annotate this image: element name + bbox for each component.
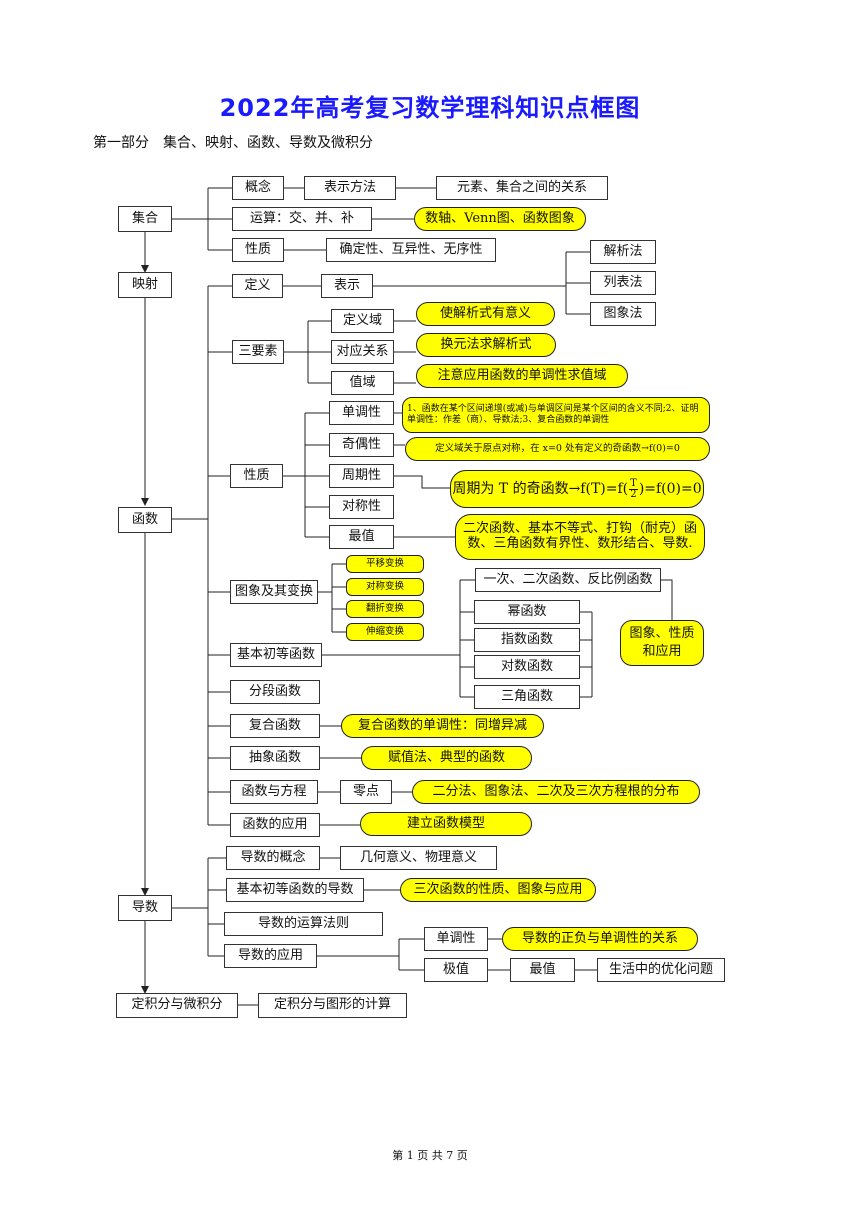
note-sign-monotonicity: 导数的正负与单调性的关系 — [502, 927, 698, 951]
node-graph-transform: 图象及其变换 — [230, 580, 318, 604]
note-composite-monotonicity: 复合函数的单调性：同增异减 — [341, 714, 544, 738]
node-linear-quadratic: 一次、二次函数、反比例函数 — [475, 568, 661, 592]
node-elementary-functions: 基本初等函数 — [230, 643, 322, 667]
node-optimization: 生活中的优化问题 — [597, 958, 725, 982]
node-table-method: 列表法 — [590, 271, 656, 295]
note-abstract-function: 赋值法、典型的函数 — [361, 746, 532, 770]
node-set-properties: 性质 — [232, 238, 284, 262]
node-periodicity: 周期性 — [329, 464, 394, 488]
note-translation: 平移变换 — [346, 555, 424, 573]
node-function: 函数 — [118, 507, 172, 533]
node-monotonicity: 单调性 — [329, 401, 394, 425]
node-derivative-application: 导数的应用 — [224, 944, 317, 968]
node-function-representation: 表示 — [321, 274, 373, 298]
note-periodicity-prefix: 周期为 T 的奇函数→f(T)=f( — [452, 480, 629, 497]
node-power-function: 幂函数 — [474, 600, 580, 624]
note-zero-point: 二分法、图象法、二次及三次方程根的分布 — [412, 780, 700, 804]
node-derivative: 导数 — [118, 895, 172, 921]
page-title: 2022年高考复习数学理科知识点框图 — [219, 94, 641, 122]
page-footer: 第 1 页 共 7 页 — [392, 1149, 468, 1162]
node-three-elements: 三要素 — [232, 340, 284, 364]
node-mapping: 映射 — [118, 272, 172, 298]
note-extremum: 二次函数、基本不等式、打钩（耐克）函数、三角函数有界性、数形结合、导数. — [455, 514, 705, 560]
node-element-set-relation: 元素、集合之间的关系 — [436, 176, 608, 200]
note-monotonicity: 1、函数在某个区间递增(或减)与单调区间是某个区间的含义不同;2、证明单调性：作… — [402, 397, 710, 433]
node-integral-area: 定积分与图形的计算 — [258, 993, 407, 1018]
note-range: 注意应用函数的单调性求值域 — [416, 364, 628, 388]
note-function-model: 建立函数模型 — [360, 812, 532, 836]
note-graph-property-application: 图象、性质和应用 — [620, 620, 704, 666]
node-abstract-function: 抽象函数 — [230, 746, 320, 770]
note-substitution: 换元法求解析式 — [416, 333, 556, 357]
node-derivative-rules: 导数的运算法则 — [224, 912, 383, 936]
node-set: 集合 — [118, 206, 172, 232]
node-correspondence: 对应关系 — [331, 340, 394, 364]
node-derivative-monotonicity: 单调性 — [424, 927, 488, 951]
fraction-numerator: T — [629, 477, 638, 490]
node-parity: 奇偶性 — [329, 433, 394, 457]
note-folding: 翻折变换 — [346, 600, 424, 618]
node-symmetry: 对称性 — [329, 495, 394, 519]
node-representation-method: 表示方法 — [304, 176, 396, 200]
node-elementary-derivatives: 基本初等函数的导数 — [226, 878, 364, 902]
node-function-equation: 函数与方程 — [230, 780, 318, 804]
note-parity: 定义域关于原点对称，在 x=0 处有定义的奇函数→f(0)=0 — [405, 437, 710, 461]
node-logarithmic-function: 对数函数 — [474, 655, 580, 679]
node-extremum: 最值 — [329, 525, 394, 549]
node-zero-point: 零点 — [340, 780, 392, 804]
node-range: 值域 — [331, 371, 394, 395]
node-max-min: 最值 — [510, 958, 575, 982]
node-set-concept: 概念 — [232, 176, 284, 200]
fraction-denominator: 2 — [630, 488, 637, 500]
node-function-properties: 性质 — [230, 464, 283, 488]
node-extreme-value: 极值 — [424, 958, 488, 982]
node-geometric-physical-meaning: 几何意义、物理意义 — [340, 846, 497, 870]
note-venn-diagram: 数轴、Venn图、函数图象 — [414, 207, 586, 231]
node-set-operations: 运算：交、并、补 — [232, 207, 372, 231]
note-cubic-function: 三次函数的性质、图象与应用 — [400, 878, 596, 902]
node-piecewise-function: 分段函数 — [230, 680, 320, 704]
note-domain: 使解析式有意义 — [416, 302, 555, 326]
node-function-definition: 定义 — [232, 274, 283, 298]
node-trig-function: 三角函数 — [474, 685, 580, 709]
section-heading: 第一部分 集合、映射、函数、导数及微积分 — [93, 135, 373, 151]
note-periodicity-suffix: )=f(0)=0 — [638, 480, 702, 497]
node-domain: 定义域 — [331, 309, 394, 333]
node-exponential-function: 指数函数 — [474, 628, 580, 652]
note-reflection: 对称变换 — [346, 578, 424, 596]
note-scaling: 伸缩变换 — [346, 623, 424, 641]
node-analytic-method: 解析法 — [590, 240, 656, 264]
node-set-property-list: 确定性、互异性、无序性 — [326, 238, 496, 262]
node-composite-function: 复合函数 — [230, 714, 320, 738]
node-function-application: 函数的应用 — [230, 813, 320, 837]
node-derivative-concept: 导数的概念 — [226, 846, 320, 870]
node-definite-integral: 定积分与微积分 — [116, 993, 238, 1018]
node-graph-method: 图象法 — [590, 302, 656, 326]
